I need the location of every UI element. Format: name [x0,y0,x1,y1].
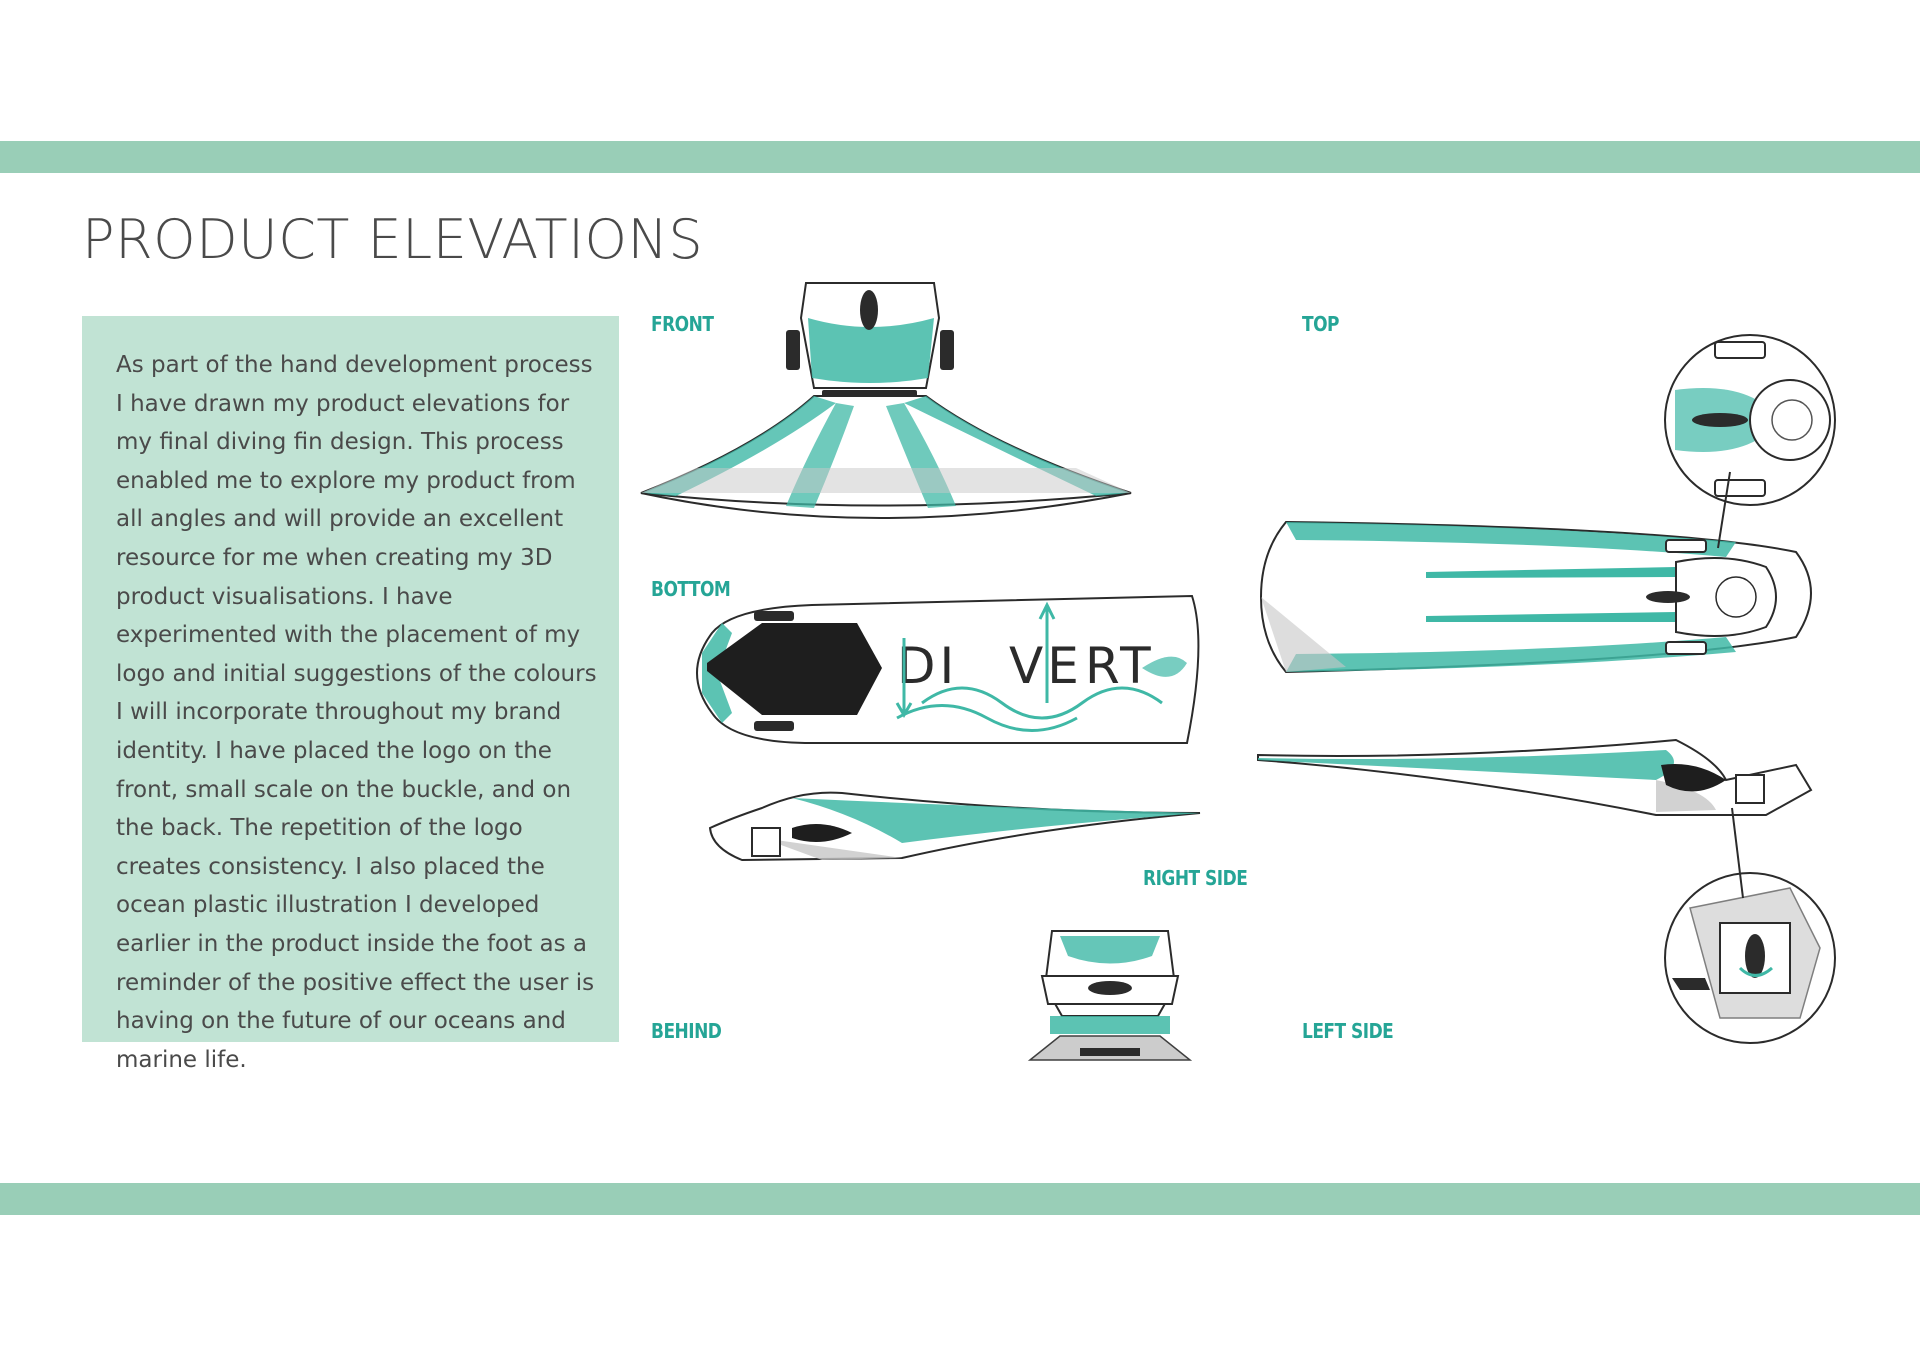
bottom-view-drawing: DI VE RT [696,594,1200,744]
label-bottom: BOTTOM [651,577,731,601]
top-accent-band [0,141,1920,173]
page-title: PRODUCT ELEVATIONS [82,208,704,271]
logo-wordmark-middle: VE [1009,637,1083,695]
description-text: As part of the hand development process … [116,352,597,1073]
label-right-side: RIGHT SIDE [1143,866,1248,890]
detail-circle-top [1664,334,1836,506]
detail-circle-side [1664,872,1836,1044]
description-panel: As part of the hand development process … [82,316,619,1073]
front-view-drawing [640,282,1132,519]
bottom-accent-band [0,1183,1920,1215]
label-behind: BEHIND [651,1019,722,1043]
right-side-drawing [708,791,1201,862]
left-side-drawing [1257,738,1813,816]
diver-icon [1692,413,1748,427]
diver-logo-buckle-icon [1745,934,1765,978]
top-view-drawing [1259,520,1812,674]
label-front: FRONT [651,312,714,336]
logo-wordmark-right: RT [1085,637,1155,695]
behind-view-drawing [1027,930,1193,1061]
label-top: TOP [1302,312,1339,336]
diver-logo-icon [860,290,878,330]
ocean-plastic-illustration-icon [1771,399,1813,441]
label-left-side: LEFT SIDE [1302,1019,1394,1043]
logo-wordmark-left: DI [897,637,958,695]
